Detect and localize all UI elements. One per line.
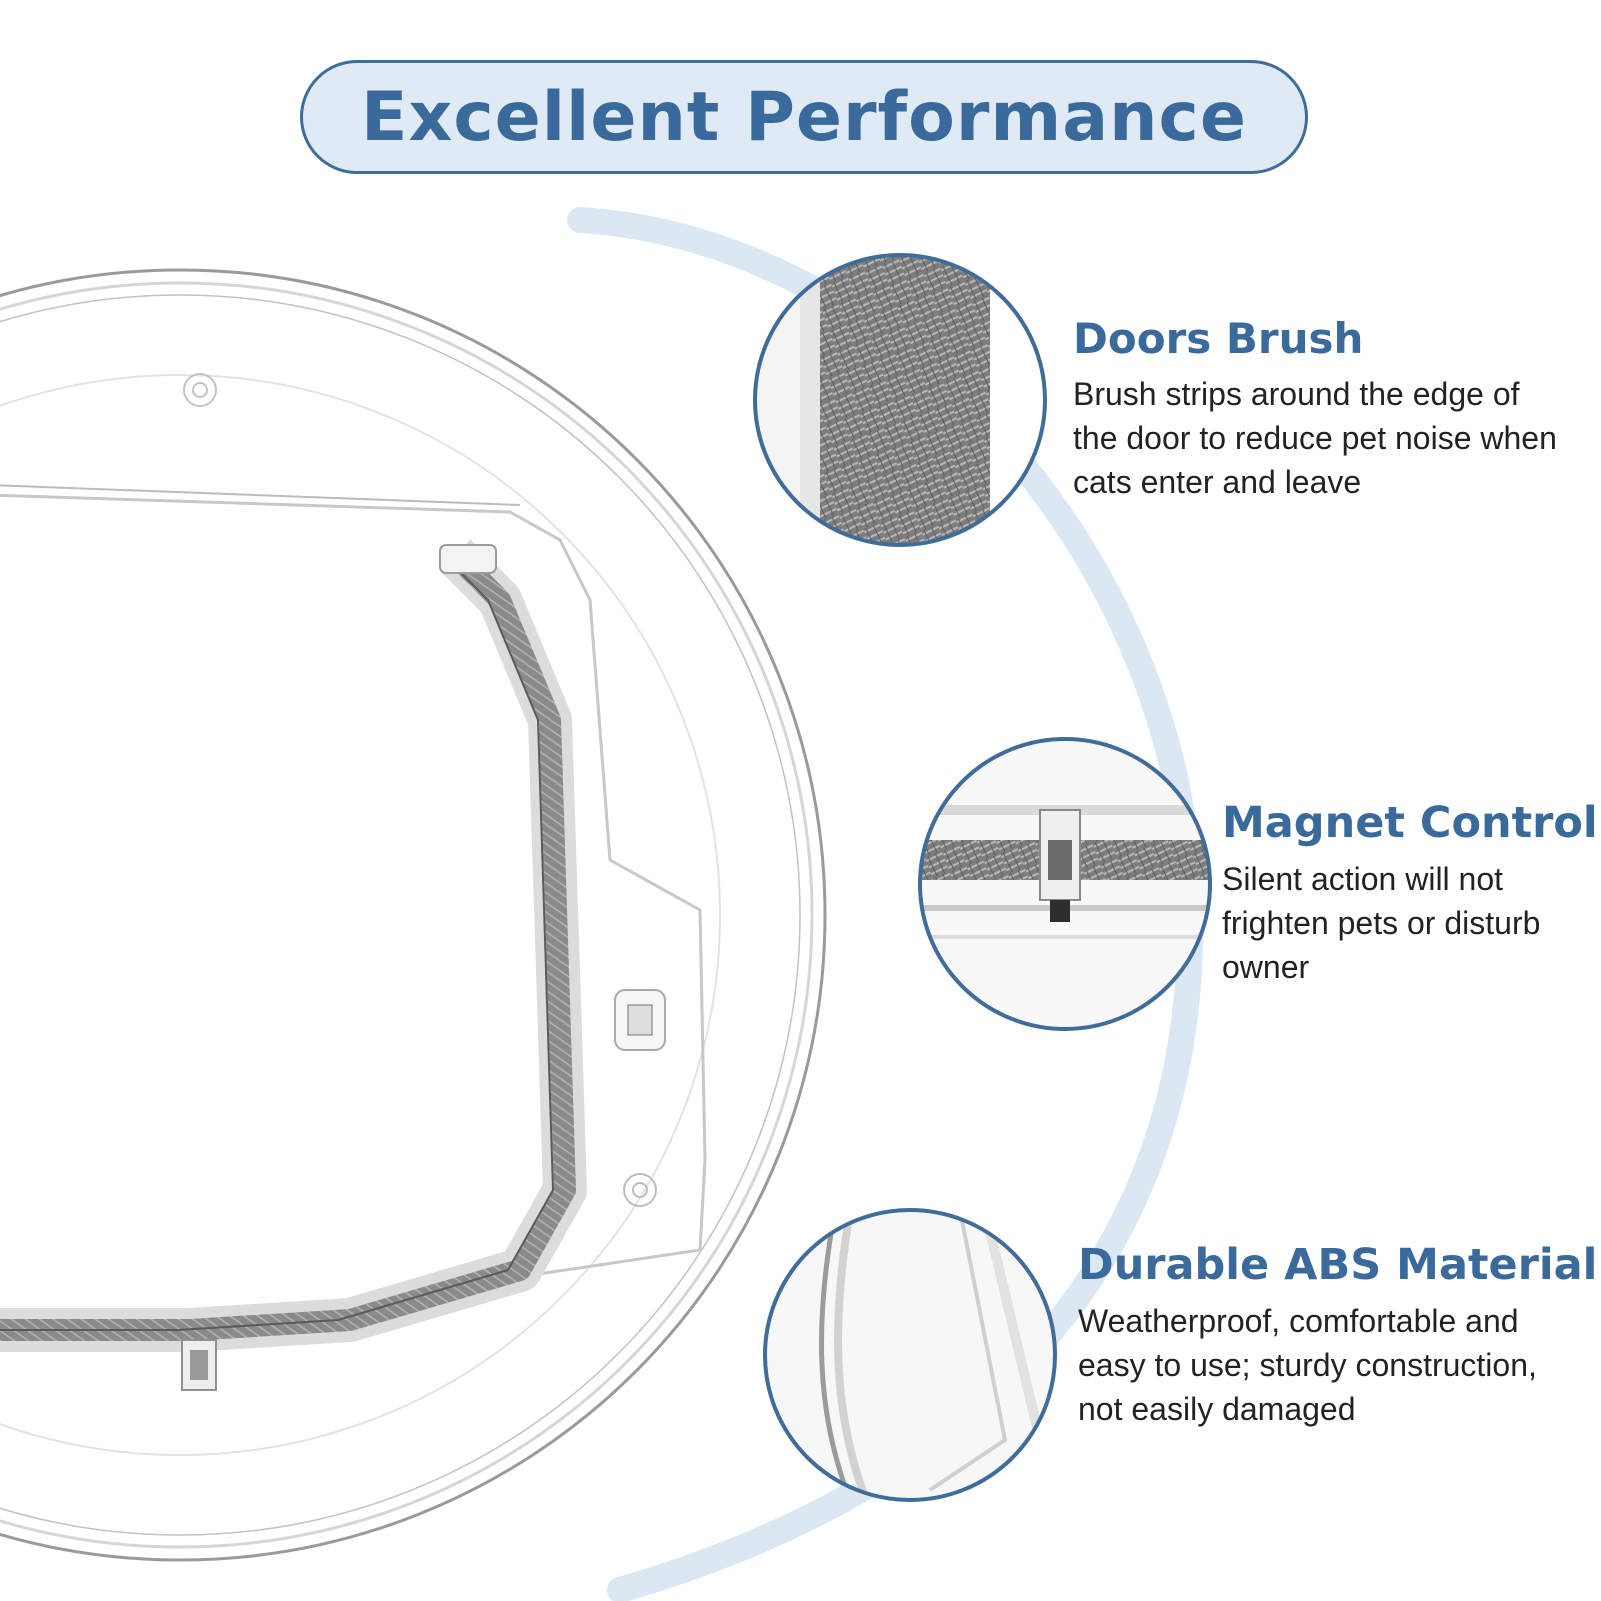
feature-title: Doors Brush <box>1073 314 1364 363</box>
abs-frame-closeup-thumbnail <box>765 1210 1055 1500</box>
feature-magnet-control: Magnet Control Silent action will not fr… <box>1222 798 1598 989</box>
feature-description: Brush strips around the edge of the door… <box>1073 376 1557 501</box>
page-title: Excellent Performance <box>361 77 1247 157</box>
brush-thumbnail-border <box>753 253 1047 547</box>
feature-title: Durable ABS Material <box>1078 1240 1598 1290</box>
feature-description: Silent action will not frighten pets or … <box>1222 861 1541 986</box>
feature-description: Weatherproof, comfortable and easy to us… <box>1078 1303 1537 1428</box>
feature-doors-brush: Doors Brush Brush strips around the edge… <box>1073 314 1563 504</box>
magnet-thumbnail-border <box>918 737 1212 1031</box>
title-banner: Excellent Performance <box>300 60 1308 174</box>
feature-durable-abs: Durable ABS Material Weatherproof, comfo… <box>1078 1240 1598 1431</box>
feature-title: Magnet Control <box>1222 798 1598 848</box>
cat-flap-illustration <box>0 268 827 1562</box>
abs-thumbnail-border <box>763 1208 1057 1502</box>
magnet-latch-closeup-thumbnail <box>920 739 1210 1029</box>
brush-strip-closeup-thumbnail <box>755 255 1045 545</box>
